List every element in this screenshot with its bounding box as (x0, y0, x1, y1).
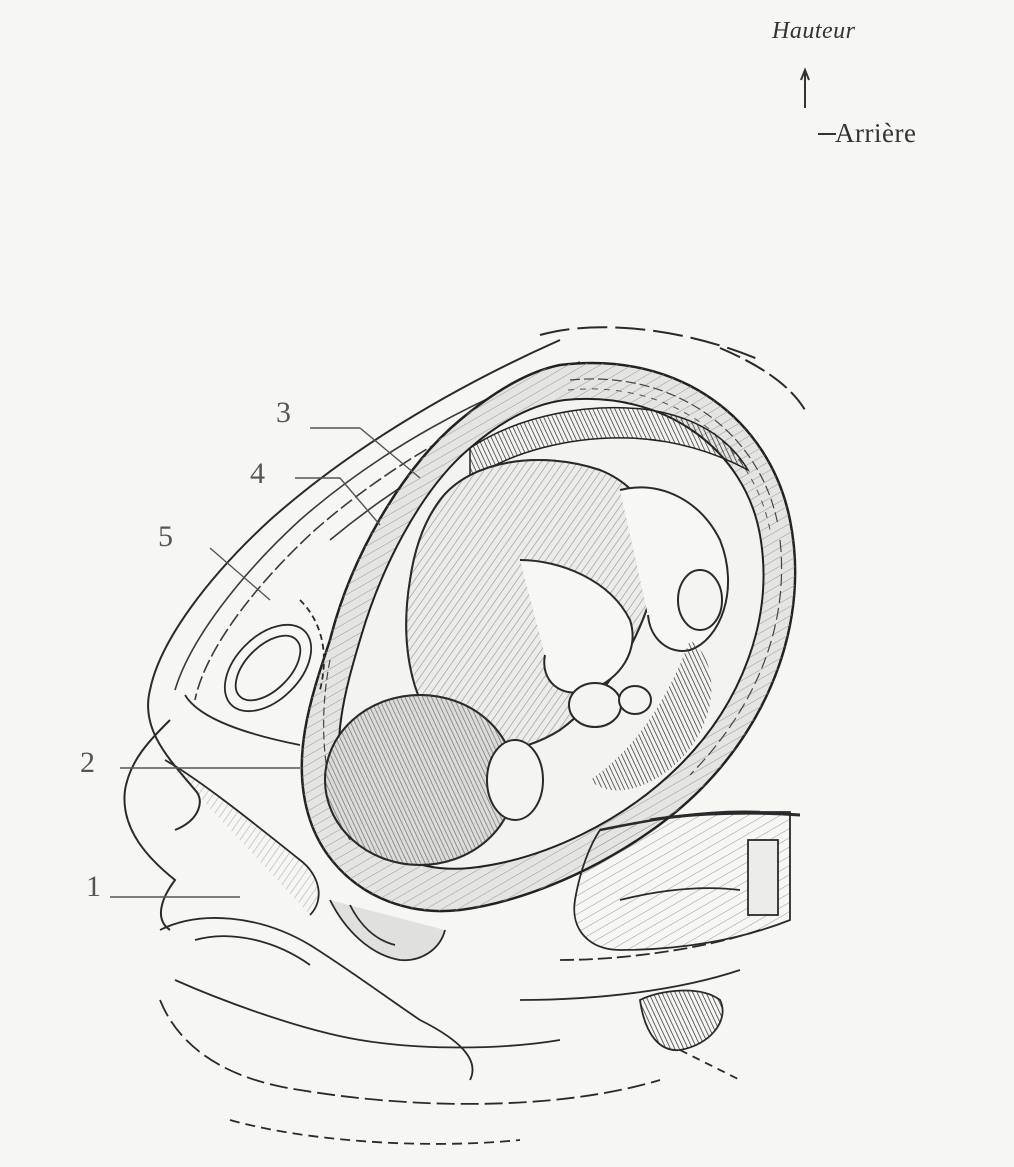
orientation-right-label: Arrière (835, 118, 916, 149)
callout-4: 4 (250, 459, 265, 489)
callout-5: 5 (158, 522, 173, 552)
orientation-arrows (801, 70, 836, 134)
orientation-up-label: Hauteur (772, 18, 856, 45)
callout-3: 3 (276, 398, 291, 428)
callout-2: 2 (80, 748, 95, 778)
callout-1: 1 (86, 872, 101, 902)
